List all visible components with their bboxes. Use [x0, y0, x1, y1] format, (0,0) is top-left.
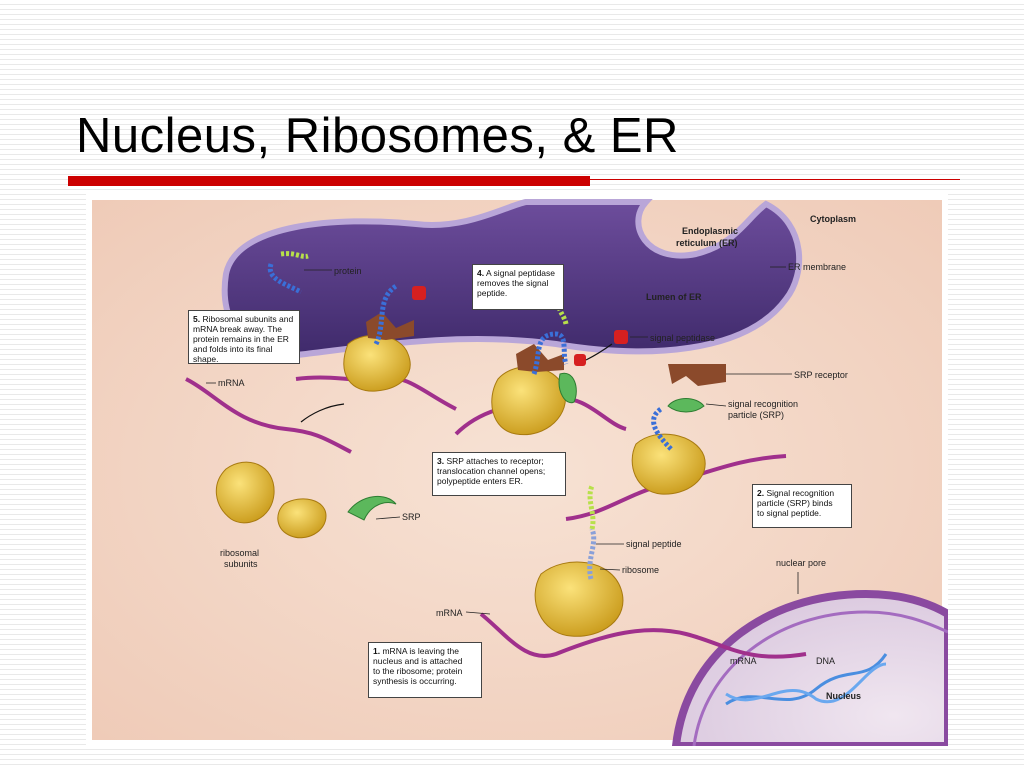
step-1-text: mRNA is leaving the nucleus and is attac…	[373, 646, 463, 686]
mrna-strand-left	[185, 377, 352, 454]
srp-free	[347, 496, 397, 521]
srp-bound-step2	[667, 398, 705, 413]
title-accent-bar	[68, 176, 590, 186]
nucleus-envelope	[671, 589, 948, 746]
label-er-line2: reticulum (ER)	[676, 238, 738, 248]
protein-in-er	[267, 263, 303, 295]
polypeptides	[267, 251, 673, 580]
label-srp: SRP	[402, 512, 421, 522]
srp-bound-step3	[558, 372, 577, 404]
step-5-text: Ribosomal subunits and mRNA break away. …	[193, 314, 294, 364]
label-mrna-nucleus: mRNA	[730, 656, 757, 666]
label-protein: protein	[334, 266, 362, 276]
ribosomal-subunit-large	[215, 461, 275, 524]
label-mrna-left: mRNA	[218, 378, 245, 388]
arrow-peptidase	[585, 343, 613, 361]
label-nucleus: Nucleus	[826, 691, 861, 701]
label-lumen: Lumen of ER	[646, 292, 702, 302]
step-5-number: 5.	[193, 314, 201, 324]
label-srp-particle-line1: signal recognition	[728, 399, 798, 409]
step-2-text: Signal recognition particle (SRP) binds …	[757, 488, 835, 518]
label-er-membrane: ER membrane	[788, 262, 846, 272]
protein-chain-step1	[587, 528, 597, 580]
label-dna: DNA	[816, 656, 835, 666]
label-nuclear-pore: nuclear pore	[776, 558, 826, 568]
signal-peptidase-shape	[614, 330, 628, 344]
leader-lines	[206, 266, 799, 615]
step-4-text: A signal peptidase removes the signal pe…	[477, 268, 555, 298]
label-signal-peptide: signal peptide	[626, 539, 682, 549]
arrow-step5-to-subunits	[300, 403, 345, 423]
label-srp-receptor: SRP receptor	[794, 370, 848, 380]
title-accent-line	[590, 179, 960, 180]
dna-strand-b	[725, 662, 887, 704]
label-cytoplasm: Cytoplasm	[810, 214, 856, 224]
label-srp-particle-line2: particle (SRP)	[728, 410, 784, 420]
nucleus-inner-membrane	[692, 610, 948, 746]
label-ribosomal-subunits-line1: ribosomal	[220, 548, 259, 558]
step-2-number: 2.	[757, 488, 765, 498]
slide-title: Nucleus, Ribosomes, & ER	[76, 109, 679, 163]
step-3-callout: 3. SRP attaches to receptor; translocati…	[432, 452, 566, 496]
srp-receptor-shape	[668, 364, 726, 386]
step-1-callout: 1. mRNA is leaving the nucleus and is at…	[368, 642, 482, 698]
protein-chain-step5	[373, 283, 398, 346]
signal-peptide-in-er	[280, 251, 309, 259]
signal-peptidase-step4	[412, 286, 426, 300]
dna-strand-a	[725, 653, 888, 706]
mrna-strand-step1	[479, 612, 807, 659]
ribosome-step1	[534, 561, 624, 637]
step-4-number: 4.	[477, 268, 485, 278]
er-protein-synthesis-figure: Cytoplasm Endoplasmic reticulum (ER) ER …	[86, 194, 948, 746]
ribosomes	[215, 334, 706, 637]
signal-peptidase-step3	[574, 354, 586, 366]
step-3-number: 3.	[437, 456, 445, 466]
label-mrna-bottom: mRNA	[436, 608, 463, 618]
step-4-callout: 4. A signal peptidase removes the signal…	[472, 264, 564, 310]
protein-chain-step3	[531, 331, 569, 375]
signal-peptide-chain	[587, 484, 596, 530]
ribosome-step2	[631, 433, 706, 495]
step-5-callout: 5. Ribosomal subunits and mRNA break awa…	[188, 310, 300, 364]
label-ribosomal-subunits-line2: subunits	[224, 559, 258, 569]
step-2-callout: 2. Signal recognition particle (SRP) bin…	[752, 484, 852, 528]
step-3-text: SRP attaches to receptor; translocation …	[437, 456, 546, 486]
label-ribosome: ribosome	[622, 565, 659, 575]
ribosomal-subunit-small	[277, 498, 327, 539]
step-1-number: 1.	[373, 646, 381, 656]
label-signal-peptidase: signal peptidase	[650, 333, 715, 343]
label-er-line1: Endoplasmic	[682, 226, 738, 236]
protein-chain-step2	[651, 406, 673, 451]
